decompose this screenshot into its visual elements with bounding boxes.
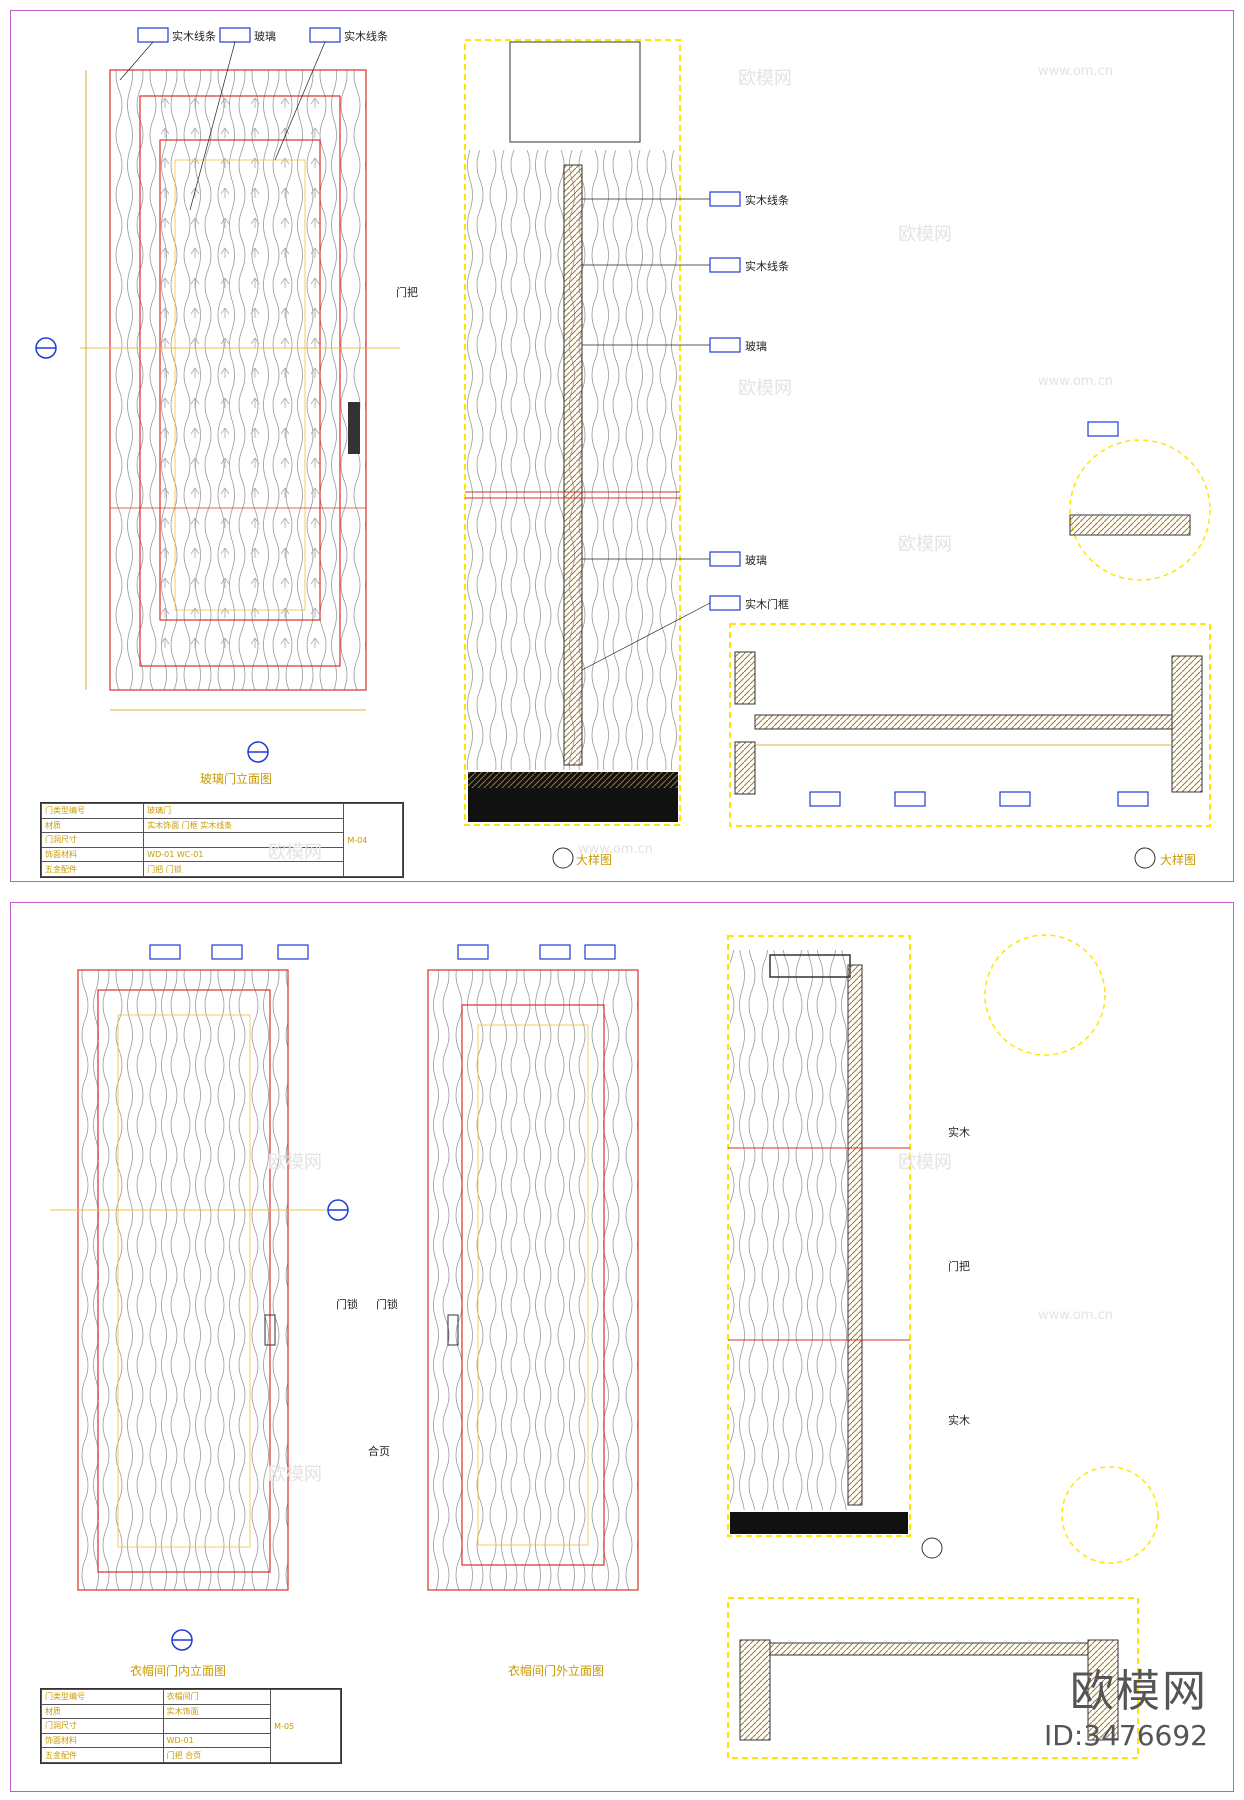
plan-bottom — [727, 1597, 1139, 1759]
watermark-url: www.om.cn — [1038, 374, 1113, 389]
watermark-url: www.om.cn — [1038, 64, 1113, 79]
elevation-bottom-2 — [427, 944, 639, 1591]
callout-hinge-1: 合页 — [368, 1446, 390, 1458]
callout-veneer-1: 实木线条 — [172, 31, 216, 43]
callout-lock-1: 门锁 — [336, 1299, 358, 1311]
title-section-top: 大样图 — [576, 853, 613, 867]
callout-glass-1: 玻璃 — [254, 31, 276, 43]
callout-frame-1: 实木门框 — [745, 599, 789, 611]
watermark: 欧模网 — [268, 1152, 322, 1173]
watermark: 欧模网 — [268, 1464, 322, 1485]
title-plan-top: 大样图 — [1160, 853, 1197, 867]
sheet-bottom — [10, 902, 1234, 1792]
title-elevation-b1: 衣帽间门内立面图 — [130, 1664, 227, 1678]
watermark: 欧模网 — [898, 534, 952, 555]
elevation-top — [35, 27, 400, 763]
section-bottom — [727, 934, 1159, 1564]
callout-glass-2: 玻璃 — [745, 341, 767, 353]
brand-id: ID:3476692 — [1044, 1719, 1208, 1752]
callout-lock-2: 门锁 — [376, 1299, 398, 1311]
callout-glass-3: 玻璃 — [745, 555, 767, 567]
watermark: 欧模网 — [898, 1152, 952, 1173]
watermark: 欧模网 — [898, 224, 952, 245]
plan-top — [729, 421, 1211, 869]
title-elevation-top: 玻璃门立面图 — [200, 772, 273, 786]
title-elevation-b2: 衣帽间门外立面图 — [508, 1664, 605, 1678]
brand-name: 欧模网 — [1070, 1666, 1208, 1717]
brand-mark: 欧模网 ID:3476692 — [1044, 1655, 1208, 1752]
sheet-top — [10, 10, 1234, 882]
callout-handle-1: 门把 — [396, 287, 418, 299]
callout-handle-2: 门把 — [948, 1261, 970, 1273]
watermark-url: www.om.cn — [578, 842, 653, 857]
section-top — [464, 39, 741, 869]
watermark: 欧模网 — [738, 68, 792, 89]
callout-veneer-3: 实木线条 — [745, 195, 789, 207]
elevation-bottom-1 — [50, 944, 349, 1651]
callout-veneer-2: 实木线条 — [344, 31, 388, 43]
callout-solid-2: 实木 — [948, 1415, 970, 1427]
watermark: 欧模网 — [268, 842, 322, 863]
watermark-url: www.om.cn — [1038, 1308, 1113, 1323]
callout-solid-1: 实木 — [948, 1127, 970, 1139]
callout-veneer-4: 实木线条 — [745, 261, 789, 273]
watermark: 欧模网 — [738, 378, 792, 399]
